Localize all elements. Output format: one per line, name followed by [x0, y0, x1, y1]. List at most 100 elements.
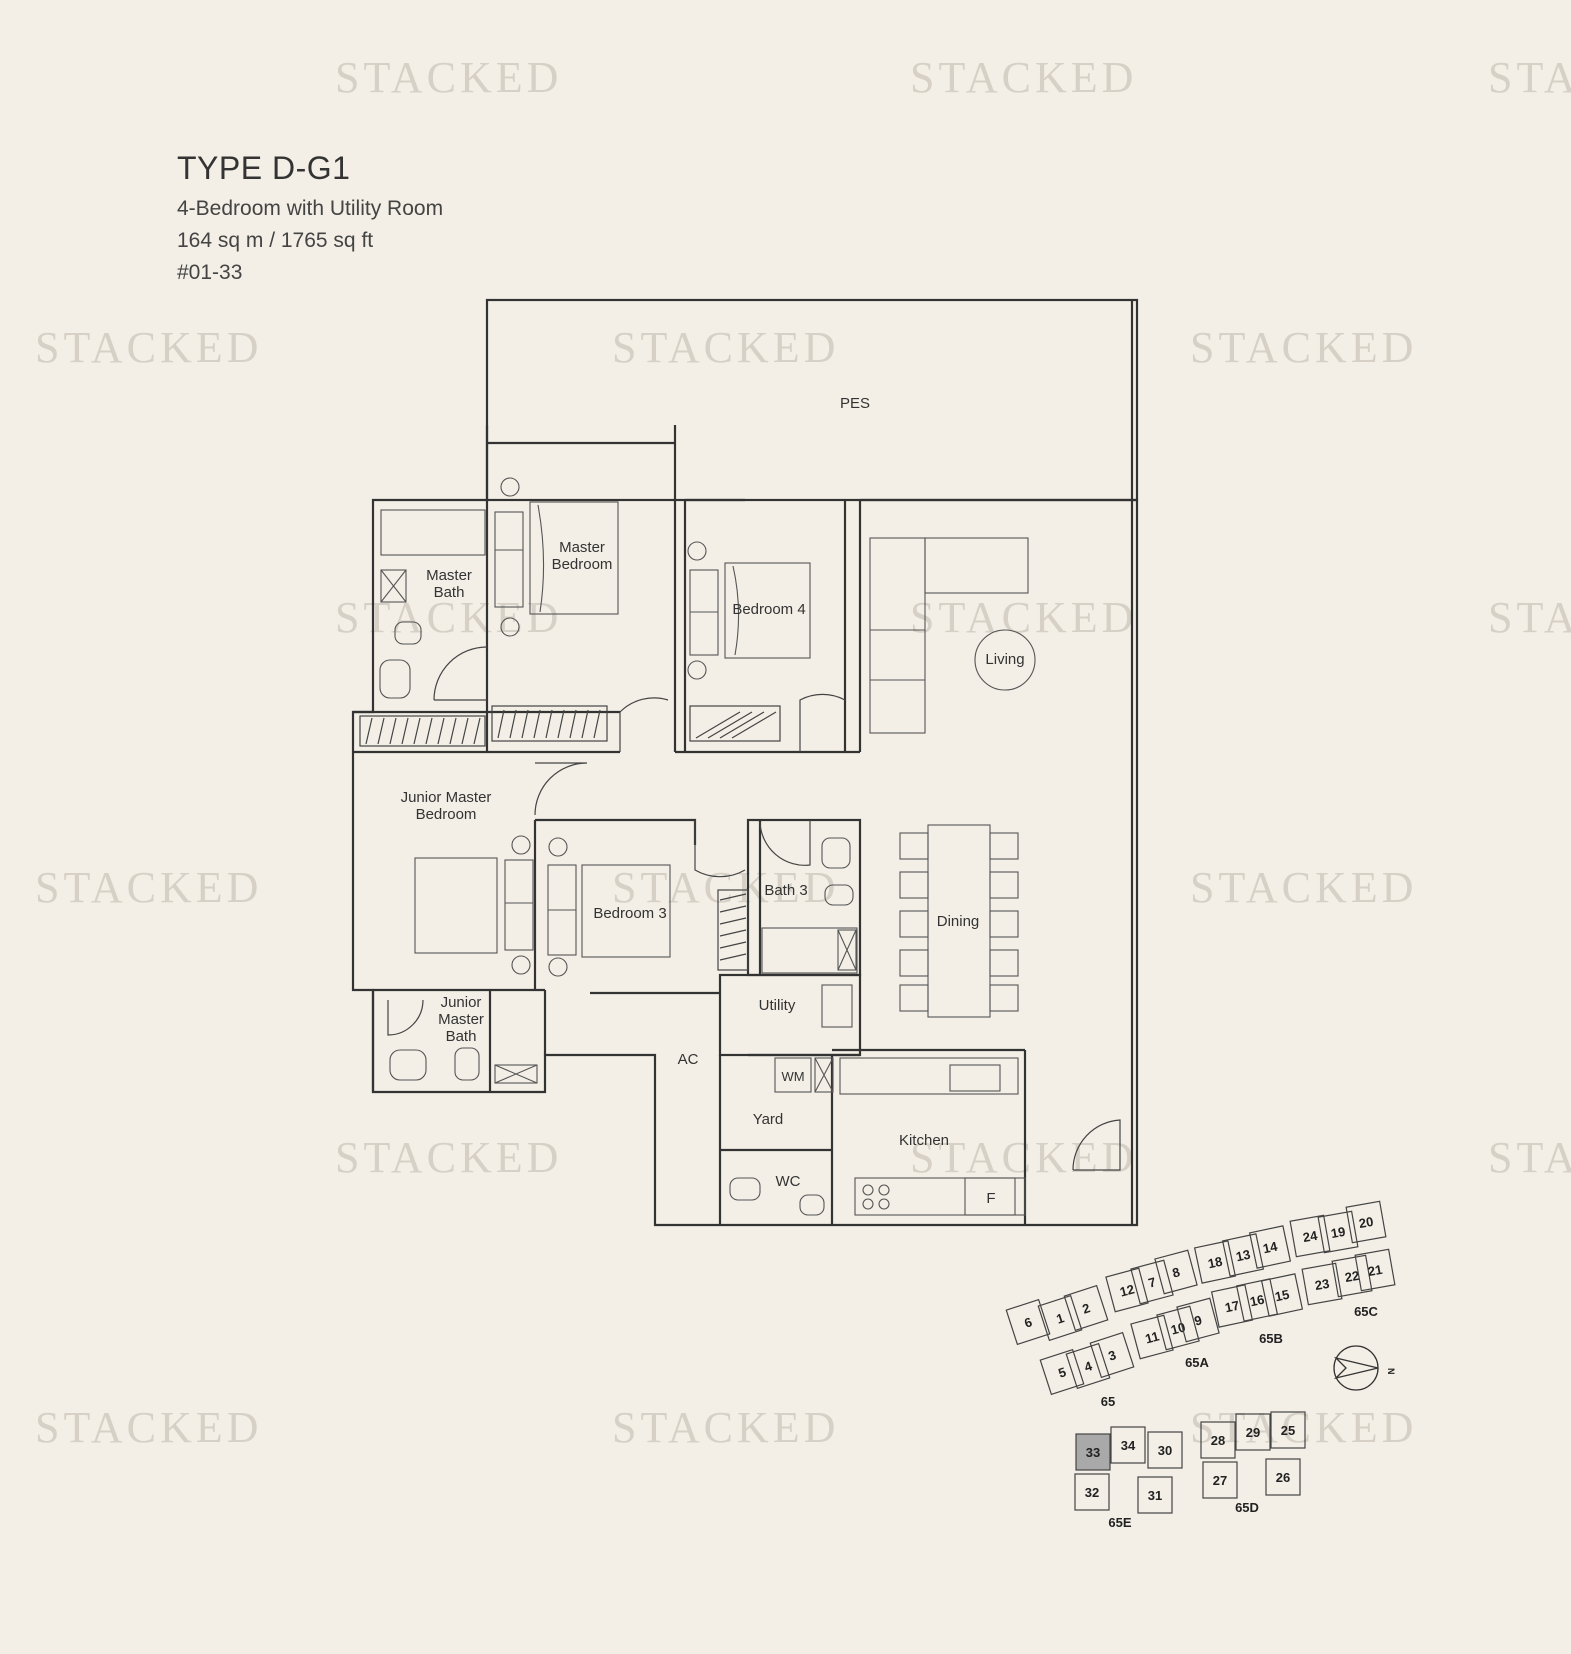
label-junior-master-bath-1: Junior — [441, 994, 482, 1011]
keyplan-unit: 2 — [1063, 1284, 1109, 1332]
keyplan-unit-label: 28 — [1211, 1433, 1225, 1448]
label-living: Living — [985, 651, 1024, 668]
doors — [387, 646, 1121, 1171]
label-master-bath-1: Master — [426, 567, 472, 584]
label-yard: Yard — [753, 1111, 784, 1128]
keyplan-unit-label: 34 — [1121, 1438, 1136, 1453]
keyplan-unit-label: 7 — [1147, 1274, 1158, 1290]
keyplan-unit-label: 9 — [1193, 1312, 1204, 1328]
label-junior-master-bath-2: Master — [438, 1011, 484, 1028]
keyplan-unit-label: 6 — [1022, 1314, 1034, 1331]
keyplan-unit: 20 — [1345, 1200, 1387, 1244]
keyplan-unit: 33 — [1075, 1433, 1111, 1471]
keyplan-unit: 25 — [1270, 1411, 1306, 1449]
keyplan-unit: 23 — [1301, 1262, 1343, 1306]
keyplan-unit: 27 — [1202, 1461, 1238, 1499]
keyplan-unit: 28 — [1200, 1421, 1236, 1459]
keyplan-unit-label: 16 — [1248, 1292, 1265, 1310]
keyplan-unit: 9 — [1176, 1297, 1220, 1343]
keyplan-unit-label: 3 — [1106, 1347, 1118, 1364]
label-fridge: F — [986, 1190, 995, 1207]
keyplan-unit: 34 — [1110, 1426, 1146, 1464]
keyplan-unit-label: 20 — [1358, 1214, 1375, 1231]
keyplan-block-label: 65 — [1101, 1394, 1115, 1409]
label-bedroom-3: Bedroom 3 — [593, 905, 666, 922]
keyplan-block-label: 65E — [1108, 1515, 1131, 1530]
keyplan-block-label: 65D — [1235, 1500, 1259, 1515]
label-wm: WM — [781, 1069, 804, 1084]
keyplan-unit-label: 22 — [1344, 1268, 1361, 1285]
keyplan-unit-label: 21 — [1367, 1262, 1384, 1279]
keyplan-unit-label: 18 — [1206, 1254, 1223, 1272]
keyplan-unit: 8 — [1154, 1249, 1198, 1295]
label-bath-3: Bath 3 — [764, 882, 807, 899]
keyplan-unit-label: 14 — [1261, 1238, 1279, 1256]
furniture — [379, 477, 1036, 1216]
keyplan-unit-label: 8 — [1171, 1264, 1182, 1280]
keyplan-unit: 14 — [1248, 1225, 1292, 1269]
unit-type-title: TYPE D-G1 — [177, 150, 351, 186]
keyplan-unit: 6 — [1005, 1298, 1051, 1346]
label-utility: Utility — [759, 997, 796, 1014]
interior-walls — [353, 425, 1137, 1225]
keyplan-unit: 24 — [1289, 1214, 1331, 1258]
keyplan-unit-label: 4 — [1082, 1358, 1094, 1375]
keyplan-unit-label: 5 — [1056, 1364, 1068, 1381]
keyplan-unit-label: 13 — [1234, 1247, 1251, 1265]
keyplan-unit: 11 — [1130, 1314, 1174, 1360]
keyplan-unit-label: 24 — [1302, 1228, 1320, 1245]
north-arrow-icon: N — [1333, 1345, 1396, 1391]
keyplan-unit: 16 — [1235, 1278, 1279, 1322]
keyplan-block-label: 65A — [1185, 1355, 1209, 1370]
keyplan-unit-label: 11 — [1144, 1328, 1161, 1346]
keyplan-unit: 15 — [1260, 1273, 1304, 1317]
keyplan-unit-label: 19 — [1330, 1224, 1347, 1241]
keyplan-unit-label: 17 — [1223, 1298, 1240, 1316]
keyplan-unit: 12 — [1105, 1267, 1149, 1313]
keyplan-unit: 5 — [1039, 1348, 1085, 1396]
label-junior-master-bath-3: Bath — [446, 1028, 477, 1045]
wardrobes — [359, 705, 781, 971]
keyplan-unit-label: 23 — [1314, 1276, 1331, 1293]
keyplan-unit: 29 — [1235, 1413, 1271, 1451]
keyplan-unit-label: 27 — [1213, 1473, 1227, 1488]
keyplan-unit-label: 12 — [1118, 1281, 1136, 1299]
unit-number: #01-33 — [177, 261, 243, 284]
north-label: N — [1386, 1368, 1396, 1375]
label-master-bath-2: Bath — [434, 584, 465, 601]
keyplan-unit: 31 — [1137, 1476, 1173, 1514]
label-wc: WC — [776, 1173, 801, 1190]
keyplan-unit: 30 — [1147, 1431, 1183, 1469]
keyplan-unit-label: 15 — [1273, 1287, 1290, 1305]
keyplan-unit: 19 — [1317, 1210, 1359, 1254]
keyplan-unit-label: 26 — [1276, 1470, 1290, 1485]
outer-walls — [351, 298, 1139, 1227]
keyplan-unit: 7 — [1130, 1259, 1174, 1305]
keyplan-block-label: 65C — [1354, 1304, 1378, 1319]
label-ac: AC — [678, 1051, 699, 1068]
keyplan-unit: 13 — [1221, 1233, 1265, 1277]
keyplan-unit-label: 31 — [1148, 1488, 1162, 1503]
label-pes: PES — [840, 395, 870, 412]
unit-description: 4-Bedroom with Utility Room — [177, 197, 444, 220]
label-master-bedroom-2: Bedroom — [552, 556, 613, 573]
keyplan-unit: 21 — [1354, 1248, 1396, 1292]
keyplan-unit: 22 — [1331, 1254, 1373, 1298]
keyplan-unit-label: 25 — [1281, 1423, 1295, 1438]
keyplan-unit-label: 33 — [1086, 1445, 1100, 1460]
label-bedroom-4: Bedroom 4 — [732, 601, 805, 618]
room-labels: PES Master Bedroom Master Bath Bedroom 4… — [401, 395, 1025, 1207]
unit-area: 164 sq m / 1765 sq ft — [177, 229, 374, 252]
label-junior-master-bedroom-2: Bedroom — [416, 806, 477, 823]
keyplan-unit: 10 — [1156, 1305, 1200, 1351]
keyplan-unit: 18 — [1193, 1240, 1237, 1284]
keyplan-unit-label: 32 — [1085, 1485, 1099, 1500]
keyplan-unit-label: 29 — [1246, 1425, 1260, 1440]
keyplan-unit-label: 2 — [1080, 1300, 1092, 1317]
keyplan-block-label: 65B — [1259, 1331, 1283, 1346]
label-junior-master-bedroom-1: Junior Master — [401, 789, 492, 806]
label-dining: Dining — [937, 913, 980, 930]
unit-info: TYPE D-G1 4-Bedroom with Utility Room 16… — [177, 150, 443, 289]
